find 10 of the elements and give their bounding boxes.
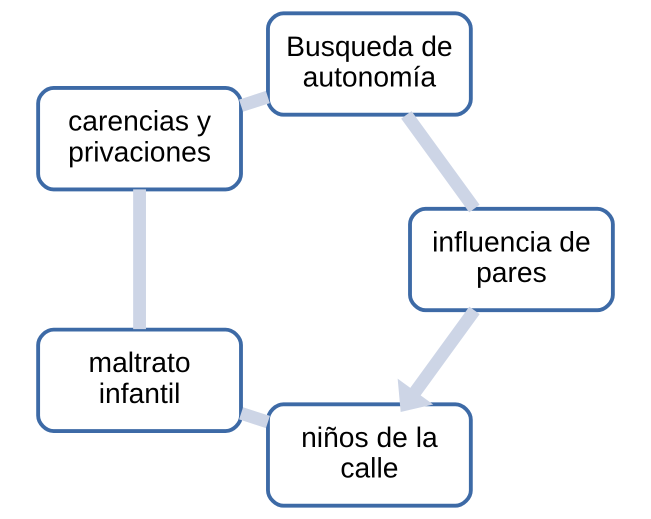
node-box: Busqueda de autonomía	[266, 11, 473, 117]
connector	[133, 189, 146, 330]
node-box: maltrato infantil	[36, 328, 243, 433]
node-box: influencia de pares	[408, 206, 615, 312]
connector	[401, 111, 480, 212]
connector	[239, 407, 270, 428]
arrow	[398, 306, 480, 412]
node-box: niños de la calle	[266, 402, 473, 508]
connector	[239, 90, 270, 112]
node-box: carencias y privaciones	[36, 86, 243, 192]
